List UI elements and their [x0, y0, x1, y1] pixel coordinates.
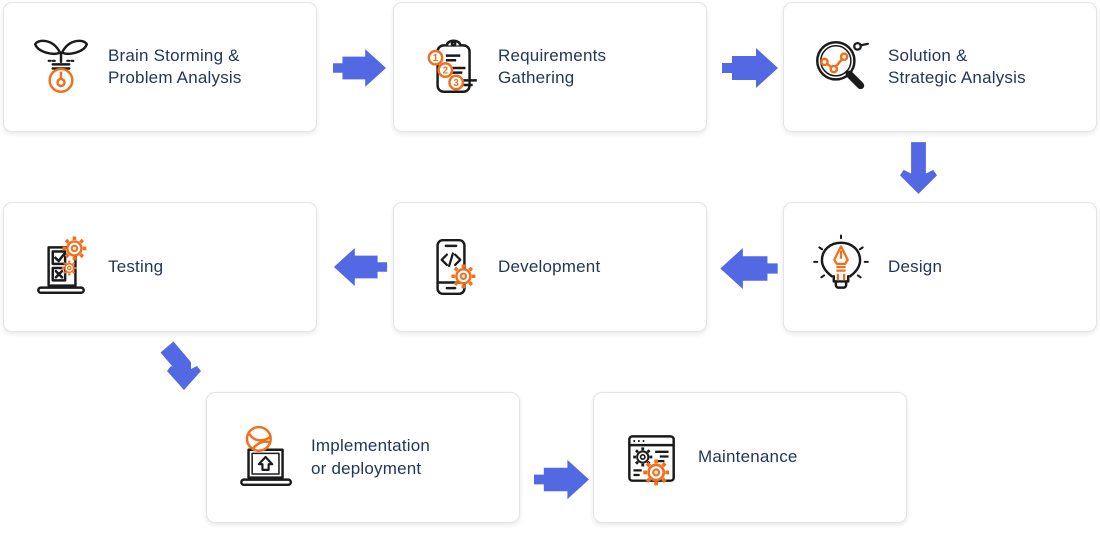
flow-step-design: Design	[783, 202, 1097, 332]
flow-step-label: Maintenance	[698, 447, 798, 467]
flow-arrow-solution-to-design	[900, 140, 937, 196]
phone-code-gear-icon	[418, 234, 484, 300]
flow-step-label: Design	[888, 256, 943, 276]
flow-arrow-requirements-to-solution	[722, 47, 778, 89]
flow-step-label: Solution & Strategic Analysis	[888, 45, 1026, 87]
browser-gears-icon	[618, 425, 684, 491]
svg-text:1: 1	[433, 53, 439, 64]
flow-step-label: Implementation or deployment	[311, 436, 431, 478]
flow-step-development: Development	[393, 202, 707, 332]
flow-arrow-design-to-development	[718, 248, 780, 289]
seed-idea-bulb-icon	[28, 34, 94, 100]
flow-arrow-implementation-to-maintenance	[534, 457, 589, 502]
flow-step-brainstorming: Brain Storming & Problem Analysis	[3, 2, 317, 132]
flow-step-maintenance: Maintenance	[593, 392, 907, 523]
clipboard-numbered-list-icon: 1 2 3	[418, 34, 484, 100]
magnifier-chart-icon	[808, 34, 874, 100]
flow-step-requirements: 1 2 3 Requirements Gathering	[393, 2, 707, 132]
flow-step-testing: Testing	[3, 202, 317, 332]
svg-text:2: 2	[443, 65, 449, 76]
flow-step-label: Requirements Gathering	[498, 45, 607, 87]
bulb-pen-nib-icon	[808, 234, 874, 300]
checklist-gears-icon	[28, 234, 94, 300]
flow-step-implementation: Implementation or deployment	[206, 392, 520, 523]
flow-step-label: Testing	[108, 256, 164, 276]
svg-text:3: 3	[453, 78, 459, 89]
flow-step-solution: Solution & Strategic Analysis	[783, 2, 1097, 132]
flow-arrow-brainstorming-to-requirements	[333, 47, 386, 89]
flow-arrow-testing-to-implementation	[158, 340, 206, 392]
flow-arrow-development-to-testing	[331, 248, 390, 286]
laptop-globe-upload-icon	[231, 425, 297, 491]
flow-step-label: Development	[498, 256, 601, 276]
flow-step-label: Brain Storming & Problem Analysis	[108, 45, 242, 87]
